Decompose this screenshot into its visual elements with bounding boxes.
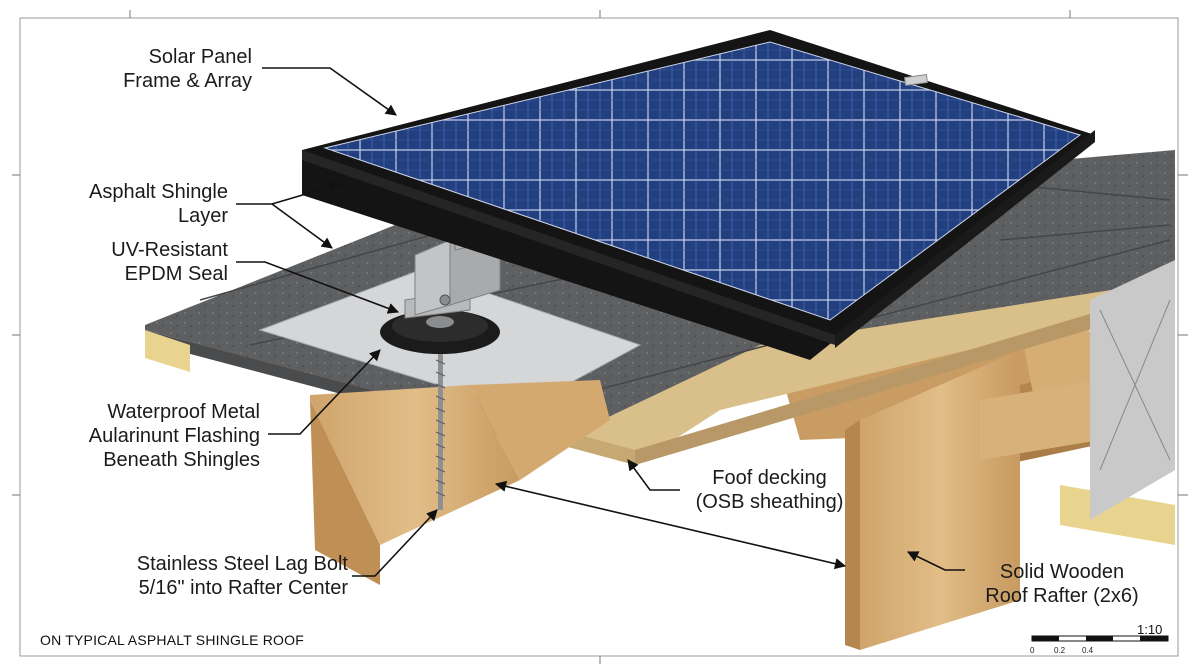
insulation-edge <box>145 330 1175 545</box>
rafter-front <box>310 260 1175 650</box>
lag-bolt <box>435 340 446 510</box>
scale-tick: 0 <box>1030 646 1035 655</box>
scale-bar <box>1031 635 1169 642</box>
drawing-border <box>12 10 1188 664</box>
leader-lines <box>236 67 965 577</box>
label-decking: Foof decking (OSB sheathing) <box>695 467 844 513</box>
scale-tick: 0.2 <box>1054 646 1066 655</box>
label-uv-seal: UV-Resistant EPDM Seal <box>111 239 228 285</box>
label-flashing: Waterproof Metal Aularinunt Flashing Ben… <box>88 401 260 471</box>
solar-panel <box>302 30 1095 360</box>
label-solar-panel: Solar Panel Frame & Array <box>123 46 252 92</box>
label-rafter: Solid Wooden Roof Rafter (2x6) <box>985 561 1139 607</box>
scale-ratio: 1:10 <box>1137 622 1163 637</box>
label-lag-bolt: Stainless Steel Lag Bolt 5/16" into Raft… <box>136 553 348 599</box>
label-asphalt-shingle: Asphalt Shingle Layer <box>89 181 228 227</box>
footer-caption: ON TYPICAL ASPHALT SHINGLE ROOF <box>40 632 304 648</box>
scale-tick: 0.4 <box>1082 646 1094 655</box>
